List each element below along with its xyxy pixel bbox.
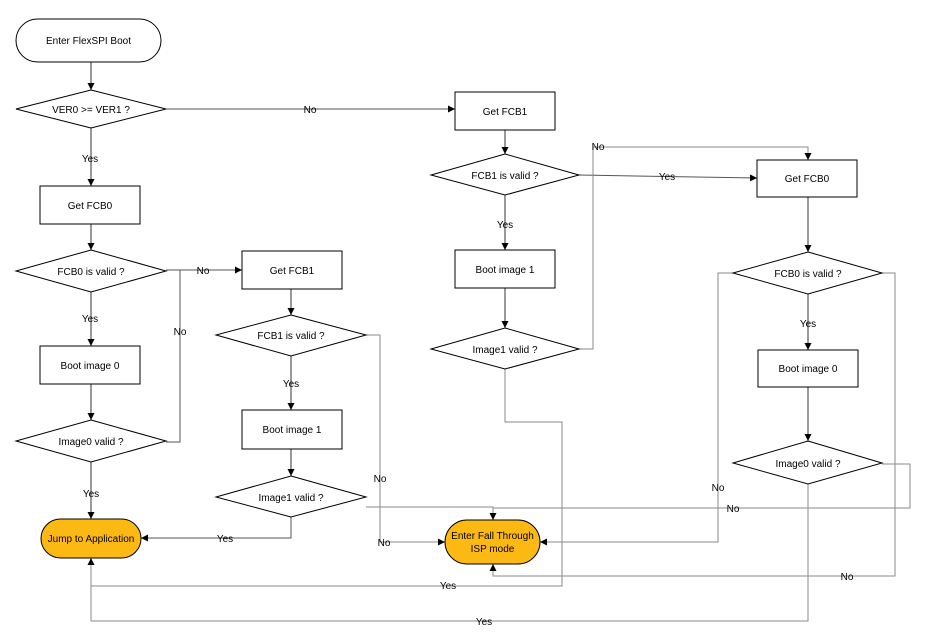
label-yes-img1-col2: Yes [217,534,233,545]
label-yes-img0-left: Yes [83,489,99,500]
get-fcb0-col4-label: Get FCB0 [785,174,830,185]
label-no-fcb0-left: No [197,266,210,277]
edge-fcb1validb-no-to-fallthrough [366,334,445,546]
edge-img1validc-no-to-getfcb0-d [579,146,812,350]
edge-img0validd-no-to-fallthrough [493,463,911,509]
label-yes-img0-col4: Yes [476,617,492,628]
get-fcb1-process-col2: Get FCB1 [241,250,343,290]
label-no-img0-left: No [174,327,187,338]
get-fcb0-process-col4: Get FCB0 [756,159,858,198]
get-fcb0-process-left: Get FCB0 [39,185,141,225]
boot-image0-process-left: Boot image 0 [39,345,141,385]
label-yes-fcb1-col3-right: Yes [659,172,675,183]
boot-image1-col2-label: Boot image 1 [263,425,322,436]
label-yes-fcb0-col4: Yes [800,319,816,330]
boot-image0-col4-label: Boot image 0 [779,364,838,375]
fall-through-line2: ISP mode [471,544,515,555]
fcb0-valid-col4-label: FCB0 is valid ? [774,269,842,280]
fcb0-valid-decision-left: FCB0 is valid ? [14,249,168,293]
img0-valid-col4-label: Image0 valid ? [775,459,840,470]
edge-img1validb-yes-to-jump [141,517,292,542]
img1-valid-decision-col3: Image1 valid ? [429,327,581,370]
start-terminal: Enter FlexSPI Boot [15,18,162,63]
img1-valid-col2-label: Image1 valid ? [258,493,323,504]
jump-to-application-terminal: Jump to Application [40,518,142,559]
edge-img1validc-yes-to-jump [87,369,563,587]
fcb1-valid-decision-col3: FCB1 is valid ? [429,153,581,196]
edge-img0valid-no-join [166,270,181,443]
label-yes-fcb1-col2: Yes [283,379,299,390]
edge-fcb1validc-yes-to-getfcb0-d [578,174,758,182]
img0-valid-decision-left: Image0 valid ? [14,419,168,463]
ver-check-label: VER0 >= VER1 ? [52,105,130,116]
edge-img0validd-yes-to-jump [90,484,809,622]
label-no-fcb0-col4: No [712,483,725,494]
label-yes-ver: Yes [82,154,98,165]
img0-valid-left-label: Image0 valid ? [58,437,123,448]
fall-through-line1: Enter Fall Through [451,531,534,542]
fcb0-valid-decision-col4: FCB0 is valid ? [731,251,884,295]
fcb1-valid-decision-col2: FCB1 is valid ? [214,314,368,357]
img0-valid-decision-col4: Image0 valid ? [731,440,884,485]
label-no-img1-col3: No [592,142,605,153]
edges [87,62,911,622]
boot-image0-process-col4: Boot image 0 [757,349,859,388]
boot-image1-process-col3: Boot image 1 [454,249,556,289]
label-yes-fcb1-col3: Yes [497,220,513,231]
boot-image0-left-label: Boot image 0 [61,361,120,372]
label-yes-fcb0-left: Yes [82,314,98,325]
label-no-ver: No [304,105,317,116]
label-no-img0-col4: No [727,504,740,515]
edge-fcb0validd-no-to-fallthrough [540,272,733,546]
nodes: Enter FlexSPI Boot VER0 >= VER1 ? Get FC… [14,18,884,565]
get-fcb1-col2-label: Get FCB1 [270,266,315,277]
edge-fcb0validd-no-right-to-fallthrough [489,272,896,577]
boot-image1-col3-label: Boot image 1 [476,265,535,276]
start-label: Enter FlexSPI Boot [46,36,131,47]
boot-image1-process-col2: Boot image 1 [241,409,343,450]
get-fcb1-col3-label: Get FCB1 [483,107,528,118]
label-no-fcb0-col4-right: No [841,572,854,583]
fcb1-valid-col3-label: FCB1 is valid ? [471,171,539,182]
edge-labels: Yes No Yes No No Yes Yes No Yes No Yes Y… [82,105,854,628]
img1-valid-decision-col2: Image1 valid ? [214,475,368,518]
fall-through-isp-terminal: Enter Fall Through ISP mode [444,519,541,565]
label-no-img1-col2: No [378,538,391,549]
get-fcb1-process-col3: Get FCB1 [454,91,556,131]
label-yes-img1-col3: Yes [440,581,456,592]
ver-check-decision: VER0 >= VER1 ? [15,89,167,129]
img1-valid-col3-label: Image1 valid ? [472,345,537,356]
fcb1-valid-col2-label: FCB1 is valid ? [257,331,325,342]
jump-to-application-label: Jump to Application [48,534,135,545]
fcb0-valid-left-label: FCB0 is valid ? [57,267,125,278]
label-no-fcb1-col2: No [374,474,387,485]
edge-img1validb-no-to-fallthrough [366,506,497,520]
get-fcb0-left-label: Get FCB0 [68,201,113,212]
